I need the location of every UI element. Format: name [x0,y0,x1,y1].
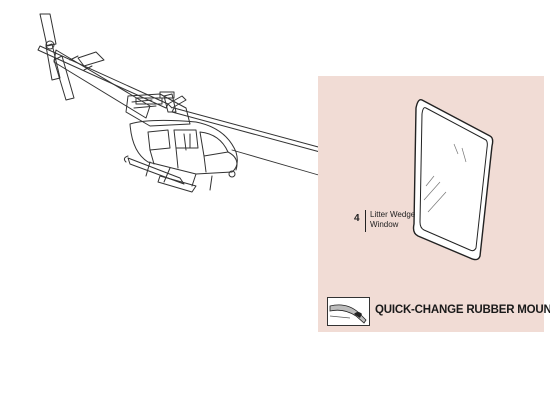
mount-label: QUICK-CHANGE RUBBER MOUNT [375,304,550,316]
rubber-mount-icon [327,297,370,326]
detail-panel: 4 Litter Wedge Window QUICK-CHANGE RUBBE… [318,76,550,332]
rubber-mount-profile-icon [329,304,367,324]
part-name-line-1: Litter Wedge [370,210,416,219]
part-number: 4 [354,213,360,224]
helicopter-illustration [37,13,323,193]
part-name-line-2: Window [370,220,399,229]
part-name: Litter Wedge Window [370,210,430,230]
window-illustration [412,98,494,261]
callout-divider [365,210,366,232]
